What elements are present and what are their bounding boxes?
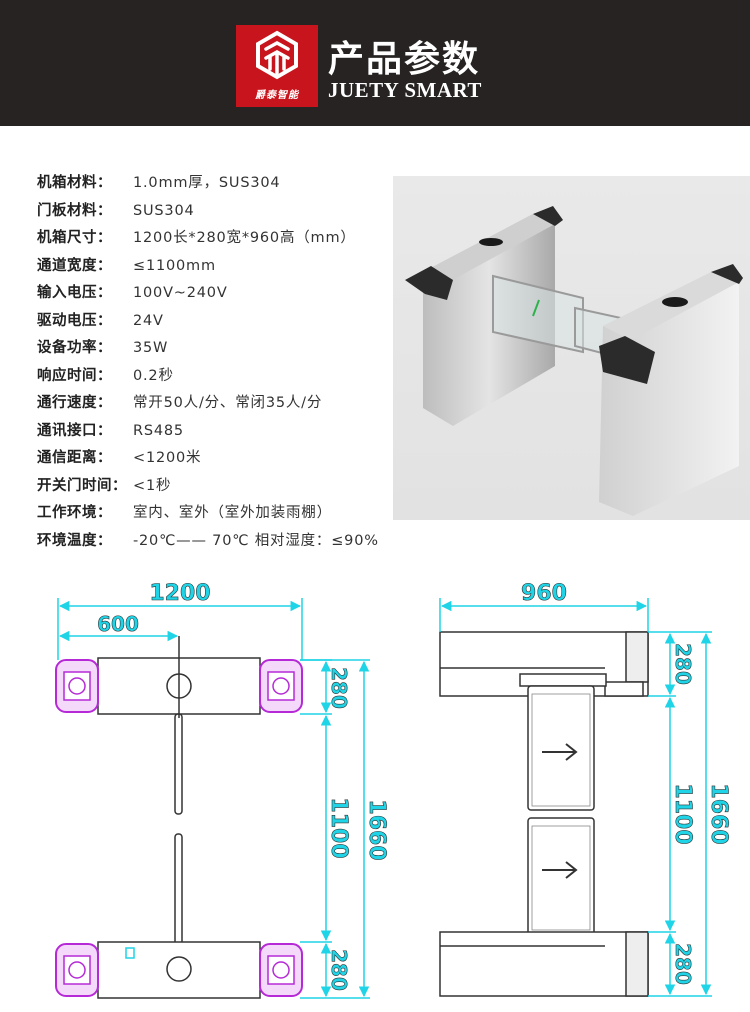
spec-label: 通行速度： <box>37 395 112 411</box>
dim-side-passage-width: 1100 <box>670 783 695 844</box>
dim-half-width: 600 <box>97 612 139 636</box>
dim-total-length: 1660 <box>364 799 389 860</box>
dim-side-cabinet-depth-top: 280 <box>671 643 695 685</box>
dim-side-cabinet-depth-bottom: 280 <box>671 943 695 985</box>
spec-value: <1秒 <box>133 477 172 494</box>
spec-value: 1200长*280宽*960高（mm） <box>133 230 356 246</box>
spec-label: 机箱尺寸： <box>37 230 112 246</box>
spec-value: <1200米 <box>133 450 202 466</box>
technical-drawing: 1200 600 280 1100 1660 280 <box>0 568 750 1012</box>
spec-value: 1.0mm厚，SUS304 <box>133 175 281 191</box>
spec-label: 环境温度： <box>37 532 112 549</box>
spec-value: 100V~240V <box>133 285 228 301</box>
spec-label: 通信距离： <box>37 450 112 466</box>
spec-label: 通讯接口： <box>37 422 112 439</box>
spec-label: 通道宽度： <box>37 257 112 274</box>
brand-subtitle: JUETY SMART <box>328 78 482 102</box>
spec-value: 24V <box>133 312 164 329</box>
spec-label: 设备功率： <box>37 340 112 356</box>
spec-value: 常开50人/分、常闭35人/分 <box>133 395 323 411</box>
spec-label: 输入电压： <box>37 285 112 301</box>
header-banner: 爵泰智能 产品参数 JUETY SMART <box>0 0 750 126</box>
side-view <box>439 631 649 997</box>
spec-label: 机箱材料： <box>37 175 112 191</box>
dim-cabinet-depth-top: 280 <box>327 667 351 709</box>
spec-value: 室内、室外（室外加装雨棚） <box>133 505 332 521</box>
dim-side-total-length: 1660 <box>706 783 731 844</box>
spec-label: 工作环境： <box>37 505 112 521</box>
page-title: 产品参数 <box>328 39 481 80</box>
brand-logo: 爵泰智能 <box>236 25 318 107</box>
logo-emblem-icon <box>256 30 298 80</box>
spec-label: 响应时间： <box>37 367 112 384</box>
spec-label: 驱动电压： <box>37 312 112 329</box>
spec-value: 0.2秒 <box>133 367 174 384</box>
dim-total-width: 1200 <box>149 581 210 606</box>
side-view-dimensions <box>439 598 712 997</box>
top-view-dimensions <box>57 598 370 999</box>
product-photo <box>393 176 750 520</box>
dim-cabinet-depth-bottom: 280 <box>327 949 351 991</box>
spec-value: SUS304 <box>133 202 195 219</box>
dim-height: 960 <box>521 581 567 606</box>
dim-passage-width: 1100 <box>326 797 351 858</box>
spec-label: 开关门时间： <box>37 477 127 494</box>
spec-value: RS485 <box>133 422 184 439</box>
spec-label: 门板材料： <box>37 202 112 219</box>
spec-value: -20℃—— 70℃ 相对湿度：≤90% <box>133 532 379 549</box>
spec-value: 35W <box>133 340 169 356</box>
logo-text: 爵泰智能 <box>255 90 299 101</box>
spec-value: ≤1100mm <box>133 257 216 274</box>
swing-gate-illustration <box>405 206 743 516</box>
top-view <box>55 636 303 999</box>
